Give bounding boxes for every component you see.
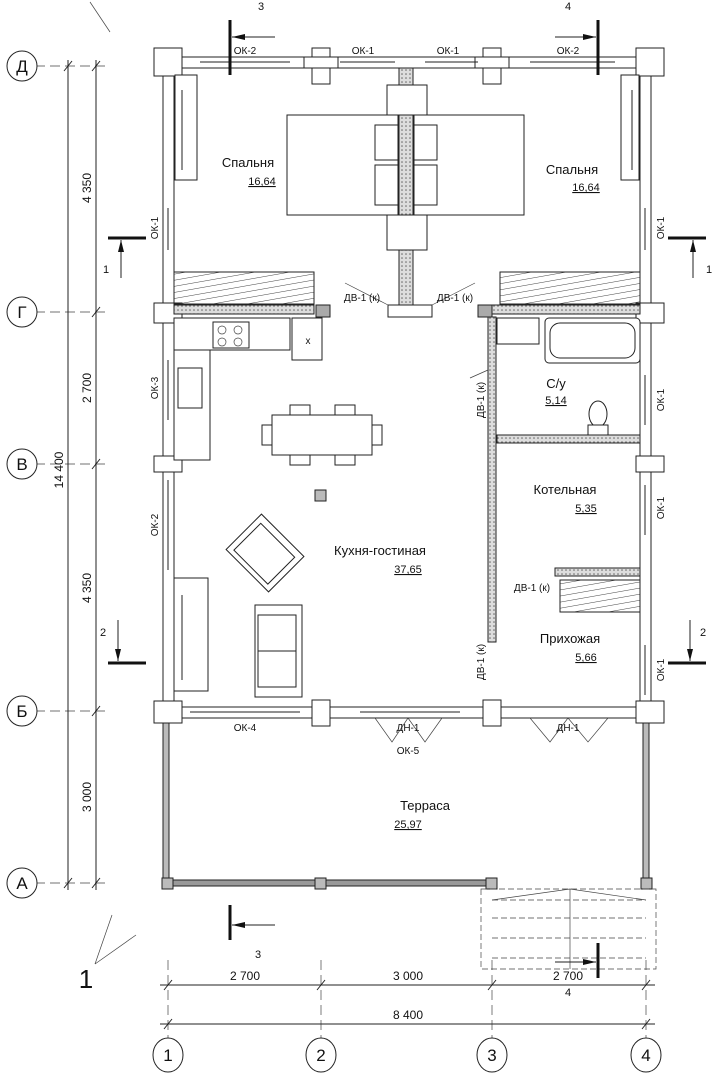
- exterior-walls: [153, 47, 665, 743]
- room-area: 5,66: [575, 652, 596, 664]
- toilet: [588, 400, 608, 428]
- wardrobe: [499, 271, 641, 305]
- window-label: ОК-5: [397, 746, 420, 757]
- window-label: ОК-4: [234, 723, 257, 734]
- door-label: ДН-1: [397, 723, 420, 734]
- window-label: ОК-3: [150, 376, 161, 399]
- dim-h-3: 2 700: [553, 969, 583, 983]
- window-label: ОК-2: [150, 513, 161, 536]
- door-label: ДВ-1 (к): [476, 644, 487, 680]
- axis-label-v: В: [16, 455, 27, 474]
- room-area: 25,97: [394, 819, 422, 831]
- terrace: [161, 717, 653, 890]
- door-label: ДВ-1 (к): [476, 382, 487, 418]
- axis-label-d: Д: [16, 57, 28, 76]
- closet: [173, 577, 209, 692]
- armchair: [225, 513, 305, 593]
- door-label: ДВ-1 (к): [437, 293, 473, 304]
- wardrobe: [173, 271, 315, 305]
- stairs: [480, 888, 657, 970]
- bathroom-sink: [496, 317, 540, 345]
- dimensions: 4 350 2 700 4 350 3 000 14 400 2 700 3 0…: [52, 173, 583, 1022]
- closet: [620, 74, 640, 181]
- room-area: 16,64: [572, 182, 600, 194]
- dim-h-total: 8 400: [393, 1008, 423, 1022]
- window-label: ОК-1: [656, 496, 667, 519]
- wardrobe: [559, 579, 641, 613]
- closet: [174, 74, 198, 181]
- window-label: ОК-1: [656, 388, 667, 411]
- room-name: Прихожая: [540, 631, 600, 646]
- dim-h-1: 2 700: [230, 969, 260, 983]
- room-name: Спальня: [222, 155, 274, 170]
- window-label: ОК-1: [352, 46, 375, 57]
- section-label: 1: [706, 264, 712, 276]
- axis-label-a: А: [16, 874, 28, 893]
- window-label: ОК-2: [234, 46, 257, 57]
- axis-label-1: 1: [163, 1046, 172, 1065]
- dining-table: [271, 414, 373, 456]
- dim-v-3: 4 350: [80, 573, 94, 603]
- window-label: ОК-1: [656, 216, 667, 239]
- section-marks: 3 4 1 1 2 2 3 4: [100, 1, 712, 999]
- axis-label-4: 4: [641, 1046, 650, 1065]
- section-label: 3: [255, 949, 261, 961]
- section-label: 4: [565, 1, 571, 13]
- room-area: 5,14: [545, 395, 566, 407]
- door-label: ДВ-1 (к): [514, 583, 550, 594]
- dim-v-2: 2 700: [80, 373, 94, 403]
- room-name: Кухня-гостиная: [334, 543, 426, 558]
- axis-label-g: Г: [17, 303, 26, 322]
- axis-grid: [35, 60, 655, 1040]
- dim-v-total: 14 400: [52, 451, 66, 488]
- room-name: Спальня: [546, 162, 598, 177]
- room-labels: Спальня 16,64 Спальня 16,64 С/у 5,14 Кот…: [222, 155, 600, 831]
- window-label: ОК-1: [656, 658, 667, 681]
- column-axis-markers: 1 2 3 4: [152, 1037, 662, 1073]
- window-label: ОК-2: [557, 46, 580, 57]
- room-area: 37,65: [394, 564, 422, 576]
- room-name: Котельная: [534, 482, 597, 497]
- view-mark: 1: [79, 1, 137, 994]
- kitchen-mark: x: [306, 336, 311, 347]
- window-label: ОК-1: [437, 46, 460, 57]
- door-label: ДН-1: [557, 723, 580, 734]
- window-label: ОК-1: [150, 216, 161, 239]
- window-labels: ОК-2 ОК-1 ОК-1 ОК-2 ОК-1 ОК-1 ОК-3 ОК-1 …: [150, 46, 667, 757]
- axis-label-3: 3: [487, 1046, 496, 1065]
- section-label: 2: [100, 627, 106, 639]
- furniture: [173, 74, 641, 698]
- dim-v-1: 4 350: [80, 173, 94, 203]
- row-axis-markers: Д Г В Б А: [6, 50, 38, 899]
- room-area: 16,64: [248, 176, 276, 188]
- section-label: 3: [258, 1, 264, 13]
- axis-label-2: 2: [316, 1046, 325, 1065]
- kitchen-sink: [177, 367, 203, 409]
- door-label: ДВ-1 (к): [344, 293, 380, 304]
- section-label: 4: [565, 987, 571, 999]
- door-labels: ДВ-1 (к) ДВ-1 (к) ДВ-1 (к) ДВ-1 (к) ДВ-1…: [344, 293, 580, 734]
- appliance: [291, 317, 323, 361]
- section-label: 1: [103, 264, 109, 276]
- axis-label-b: Б: [16, 702, 27, 721]
- room-name: С/у: [546, 376, 566, 391]
- view-mark-label: 1: [79, 964, 93, 994]
- dim-v-4: 3 000: [80, 782, 94, 812]
- room-name: Терраса: [400, 798, 451, 813]
- stove: [212, 321, 250, 349]
- room-area: 5,35: [575, 503, 596, 515]
- section-label: 2: [700, 627, 706, 639]
- dim-h-2: 3 000: [393, 969, 423, 983]
